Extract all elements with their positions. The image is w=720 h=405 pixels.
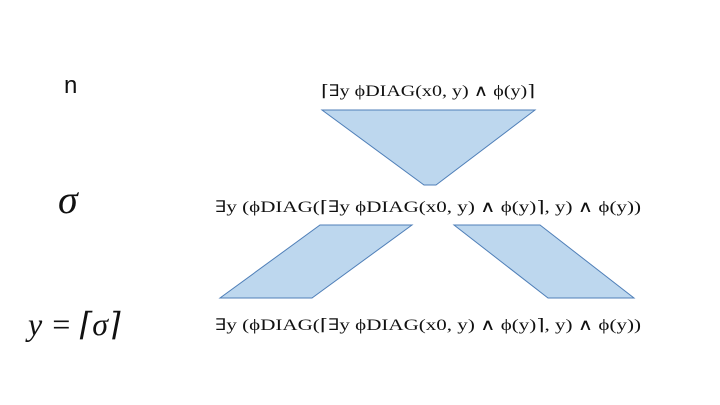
formula-bottom: ∃y (ϕDIAG(⌈∃y ϕDIAG(x0, y) ∧ ϕ(y)⌉, y) ∧… [215,317,641,334]
right-parallelogram-shape [452,224,636,299]
top-funnel-shape [320,109,537,186]
formula-middle: ∃y (ϕDIAG(⌈∃y ϕDIAG(x0, y) ∧ ϕ(y)⌉, y) ∧… [215,199,641,216]
formula-top: ⌈∃y ϕDIAG(x0, y) ∧ ϕ(y)⌉ [321,83,535,100]
formula-top-text: ⌈∃y ϕDIAG(x0, y) ∧ ϕ(y)⌉ [321,83,535,100]
label-y-equals-godel-sigma: y = ⌈σ⌉ [28,306,121,342]
left-parallelogram-shape [218,224,414,299]
formula-middle-text: ∃y (ϕDIAG(⌈∃y ϕDIAG(x0, y) ∧ ϕ(y)⌉, y) ∧… [215,199,641,216]
formula-bottom-text: ∃y (ϕDIAG(⌈∃y ϕDIAG(x0, y) ∧ ϕ(y)⌉, y) ∧… [215,317,641,334]
label-sigma: σ [58,177,78,222]
label-n: n [64,72,78,99]
